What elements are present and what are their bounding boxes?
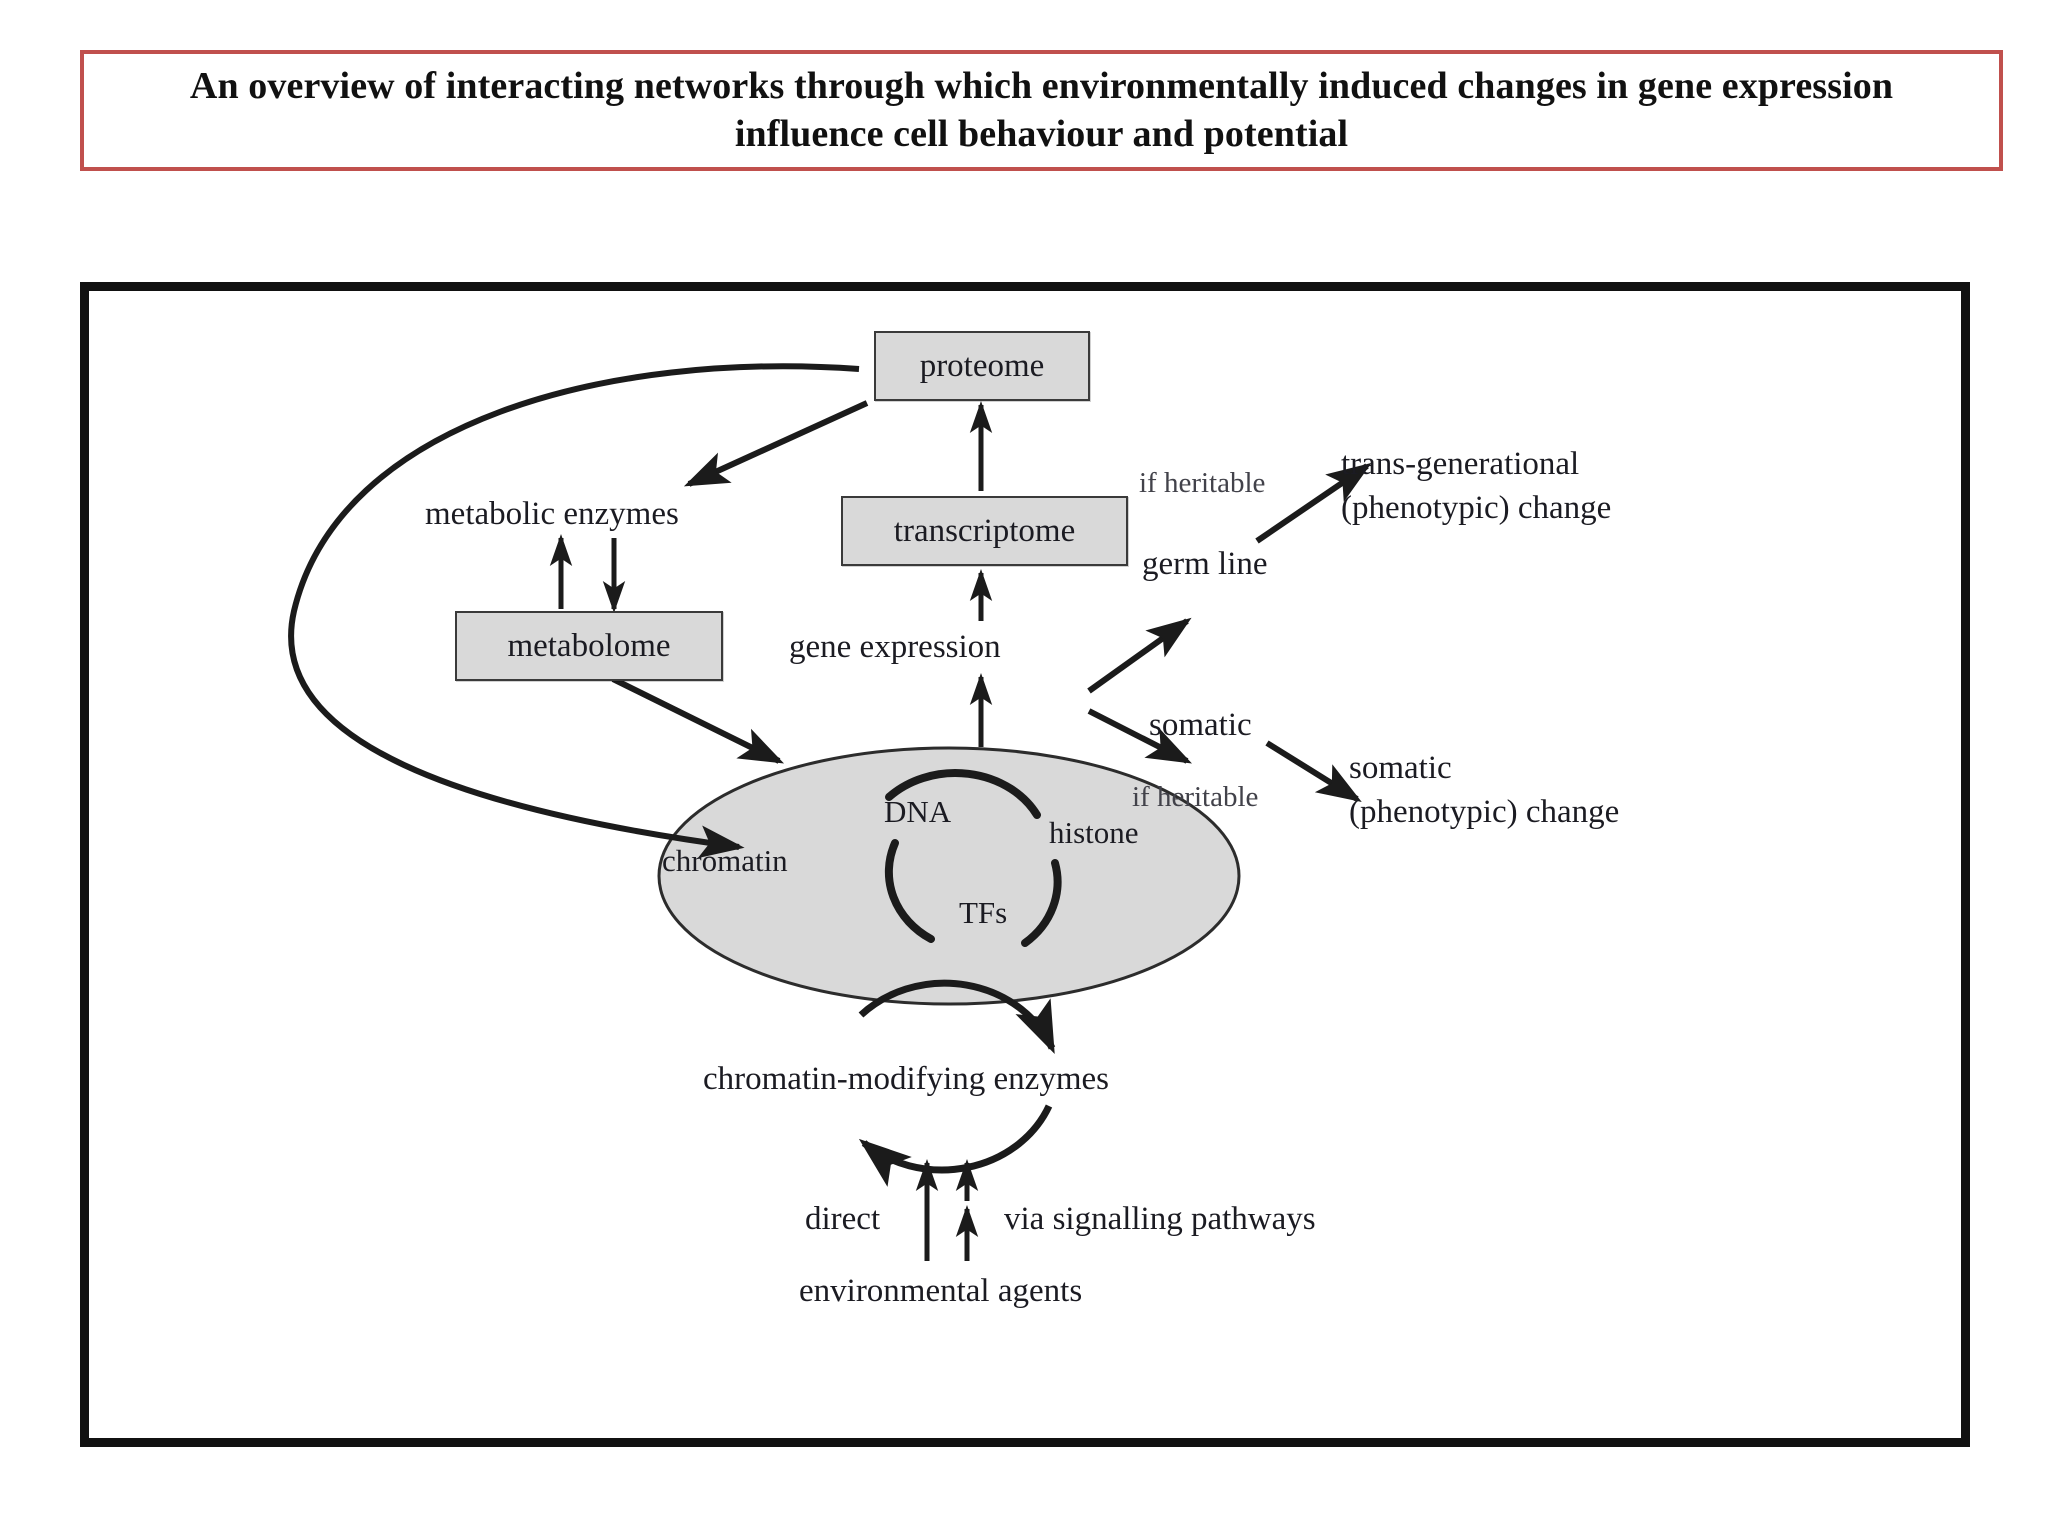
arrow-to-germ-line	[1087, 617, 1192, 694]
diagram-frame: proteome transcriptome metabolome metabo…	[80, 282, 1970, 1447]
label-somatic: somatic	[1149, 707, 1252, 743]
label-histone: histone	[1049, 815, 1139, 850]
node-proteome: proteome	[874, 331, 1090, 401]
title-banner: An overview of interacting networks thro…	[80, 50, 2003, 171]
label-via-signalling-pathways: via signalling pathways	[1004, 1201, 1316, 1237]
label-environmental-agents: environmental agents	[799, 1273, 1083, 1309]
arrow-enzymes-to-chromatin-ccw	[858, 1104, 1053, 1187]
node-transcriptome: transcriptome	[841, 496, 1128, 566]
label-if-heritable-somatic: if heritable	[1132, 781, 1259, 813]
ellipse-arc-top	[885, 769, 1041, 819]
label-germ-line: germ line	[1142, 546, 1268, 582]
arrow-chromatin-to-enzymes-cw	[858, 979, 1056, 1054]
label-dna: DNA	[884, 794, 952, 829]
label-chromatin: chromatin	[662, 843, 788, 878]
page-title: An overview of interacting networks thro…	[189, 65, 1894, 155]
trans-generational-line-2: (phenotypic) change	[1341, 489, 1612, 526]
arrow-proteome-to-chromatin	[288, 363, 860, 859]
arrow-metabolome-to-chromatin	[611, 676, 785, 764]
arrow-to-somatic	[1087, 708, 1193, 764]
label-chromatin-modifying-enzymes: chromatin-modifying enzymes	[703, 1061, 1109, 1097]
arrow-proteome-to-metabolic-enzymes	[683, 400, 869, 487]
label-gene-expression: gene expression	[789, 629, 1001, 665]
somatic-change-line-1: somatic	[1349, 750, 1452, 786]
node-metabolome: metabolome	[455, 611, 723, 681]
label-tfs: TFs	[959, 895, 1008, 930]
label-if-heritable-germline: if heritable	[1139, 467, 1266, 499]
label-direct: direct	[805, 1201, 881, 1237]
chromatin-ellipse	[657, 746, 1241, 1006]
arrow-to-trans-generational	[1255, 462, 1372, 544]
label-trans-generational-change: trans-generational (phenotypic) change	[1341, 443, 1741, 530]
arrow-to-somatic-change	[1265, 740, 1362, 802]
trans-generational-line-1: trans-generational	[1341, 446, 1580, 482]
label-metabolic-enzymes: metabolic enzymes	[425, 496, 679, 532]
diagram-vector-layer	[288, 363, 1372, 1261]
somatic-change-line-2: (phenotypic) change	[1349, 793, 1620, 830]
ellipse-arc-left	[884, 839, 935, 943]
label-somatic-change: somatic (phenotypic) change	[1349, 747, 1729, 834]
ellipse-arc-right	[1021, 859, 1062, 947]
